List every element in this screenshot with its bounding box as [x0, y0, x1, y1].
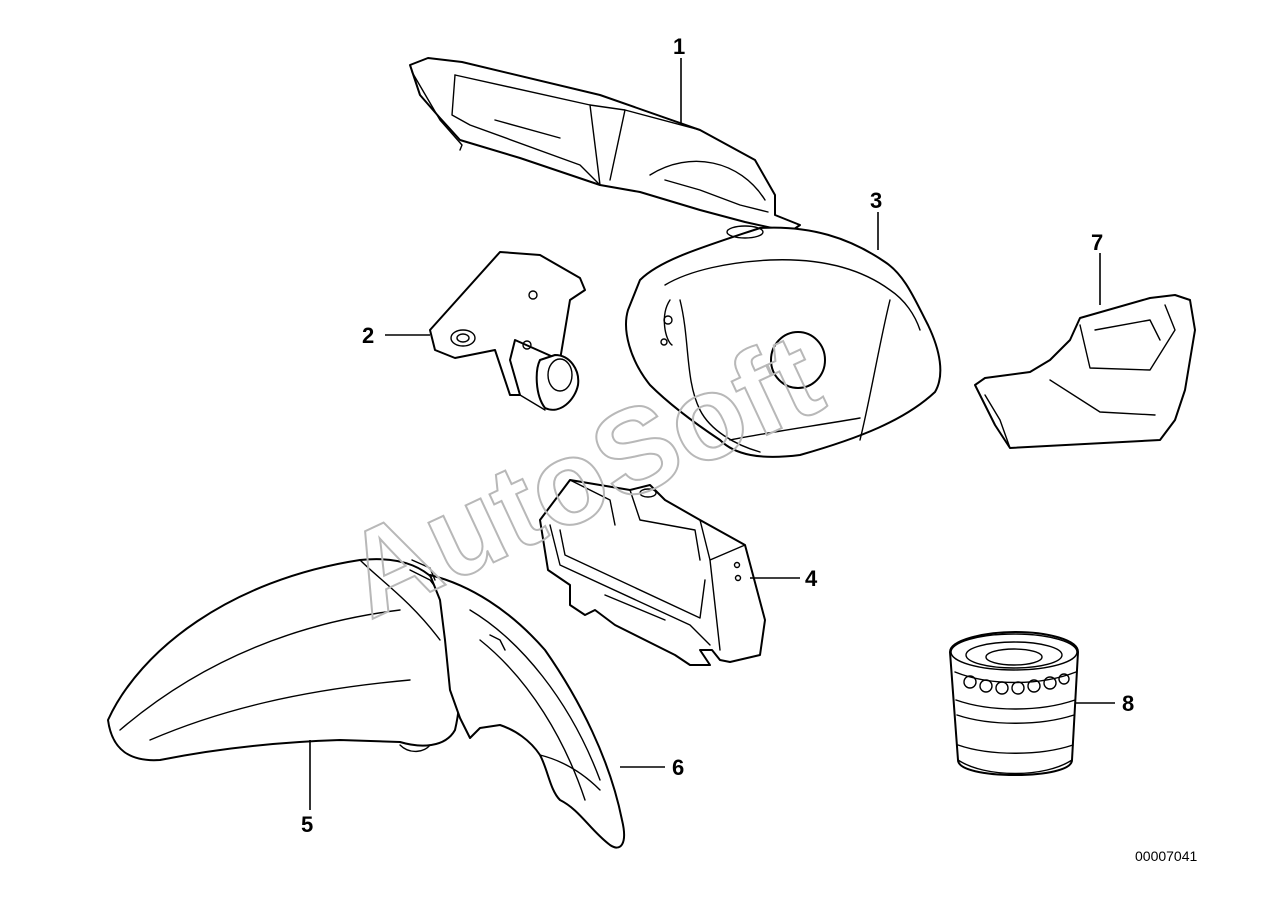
callout-1: 1 — [673, 34, 685, 59]
part-3-fuel-tank — [625, 225, 942, 458]
callout-2: 2 — [362, 323, 374, 348]
part-1-tail-cowl — [409, 57, 801, 233]
callout-7: 7 — [1091, 230, 1103, 255]
callout-6: 6 — [672, 755, 684, 780]
part-6-splash-guard — [411, 559, 626, 849]
part-7-side-cover — [974, 294, 1196, 449]
callout-8: 8 — [1122, 691, 1134, 716]
leader-lines — [309, 58, 1115, 810]
part-8-oil-filter — [949, 631, 1079, 776]
filter-holes — [963, 673, 1070, 695]
callout-labels: 1 2 3 4 5 6 7 8 — [301, 34, 1134, 837]
callout-5: 5 — [301, 812, 313, 837]
callout-3: 3 — [870, 188, 882, 213]
part-2-bracket — [429, 251, 586, 411]
callout-4: 4 — [805, 566, 818, 591]
part-4-mount-frame — [539, 479, 766, 666]
document-number: 00007041 — [1135, 848, 1198, 864]
